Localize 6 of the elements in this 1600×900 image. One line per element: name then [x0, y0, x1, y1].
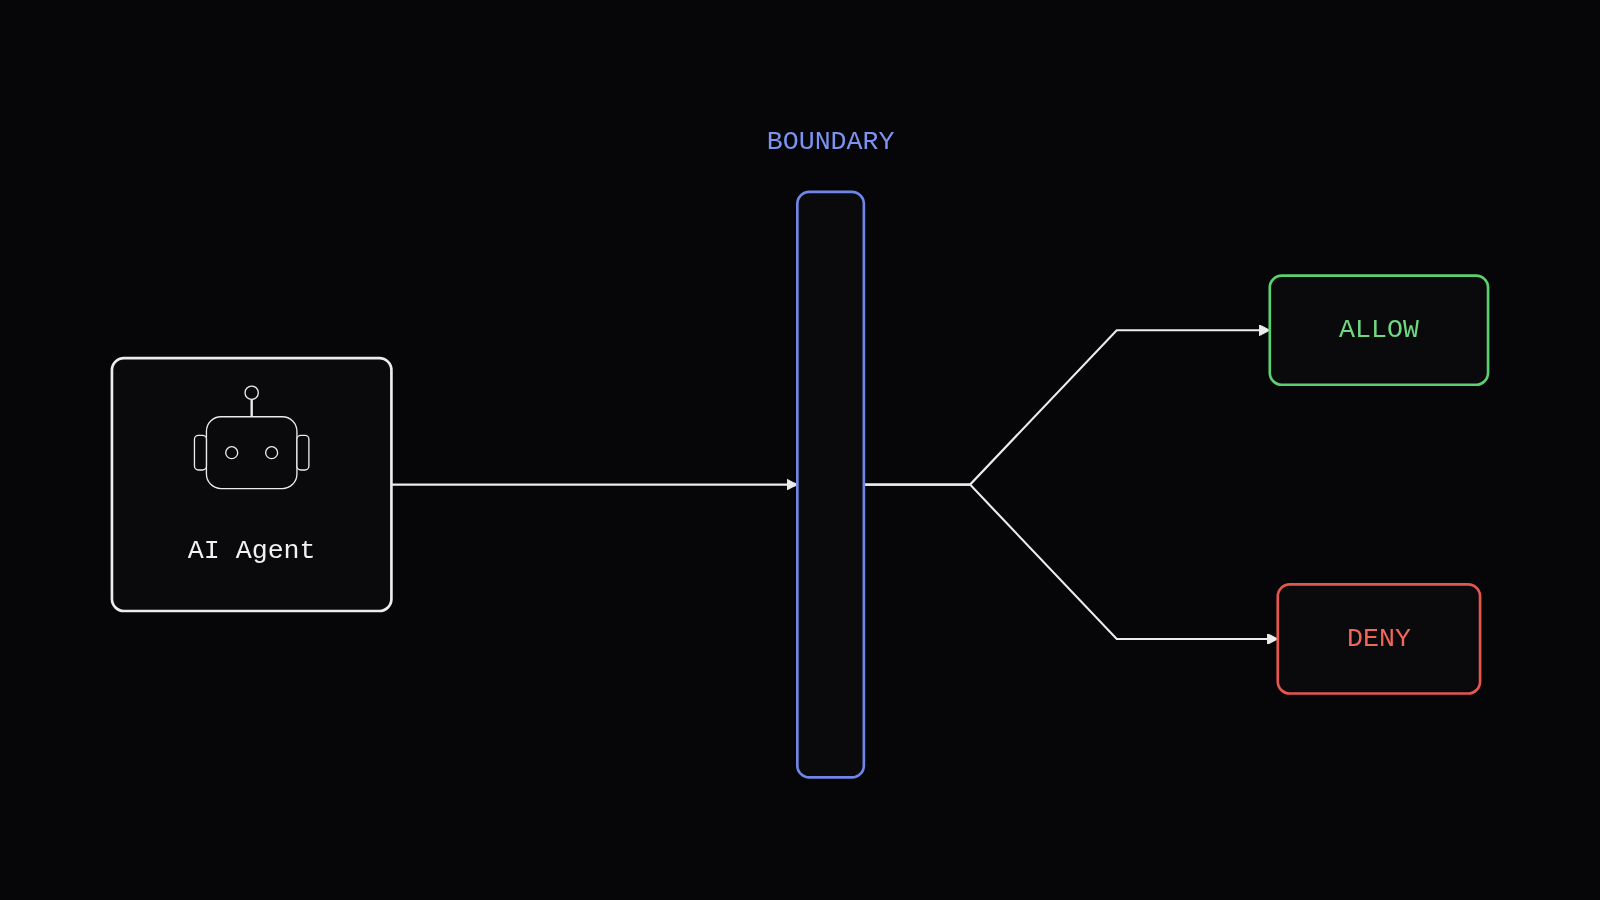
node-label: BOUNDARY [766, 126, 895, 158]
node-box: DENY [1276, 583, 1482, 695]
node-box [796, 190, 866, 779]
arrow [391, 478, 798, 491]
node-box: ALLOW [1268, 274, 1490, 387]
node-box: AI Agent [110, 356, 393, 613]
